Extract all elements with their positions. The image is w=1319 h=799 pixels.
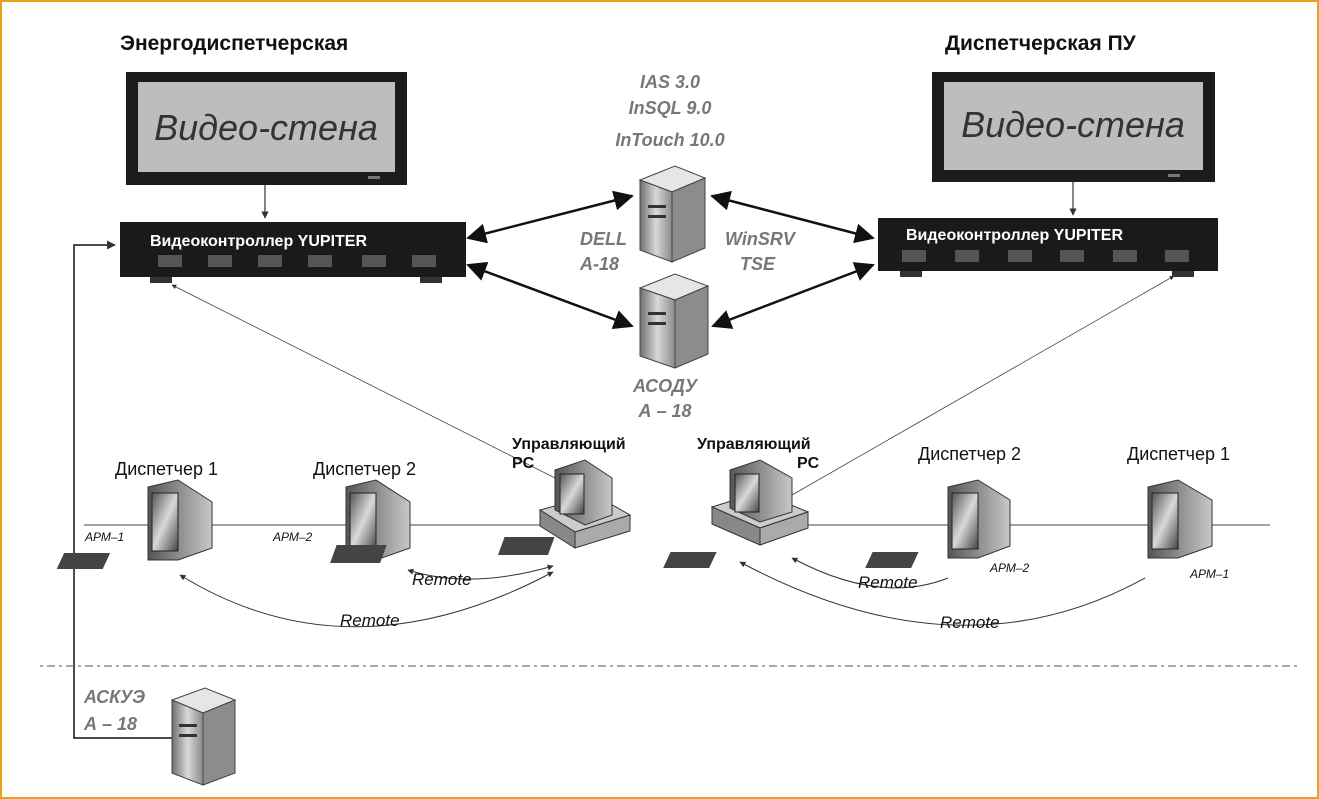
- right-videowall: Видео-стена: [932, 72, 1215, 182]
- left-videowall-label: Видео-стена: [154, 107, 378, 148]
- askue-link: [73, 240, 172, 739]
- link-server1-right: [710, 190, 875, 244]
- right-arm2-label: АРМ–2: [989, 561, 1030, 575]
- right-remote-label-1: Remote: [858, 573, 918, 592]
- server-askue-icon: [170, 687, 237, 786]
- askue-line-2: А – 18: [83, 714, 137, 734]
- software-line-2: InSQL 9.0: [629, 98, 712, 118]
- left-arm1-monitor-icon: [147, 479, 213, 561]
- left-control-pc-icon: [330, 459, 632, 563]
- left-pc-to-controller: [171, 284, 556, 479]
- right-control-pc-icon: [497, 459, 810, 555]
- right-arm1-monitor-icon: [865, 479, 1213, 568]
- software-line-1: IAS 3.0: [640, 72, 700, 92]
- right-control-pc-line-1: Управляющий: [697, 436, 811, 453]
- software-line-3: InTouch 10.0: [615, 130, 724, 150]
- right-remote-label-2: Remote: [940, 613, 1000, 632]
- right-pc-to-controller: [791, 275, 1175, 496]
- left-dispatcher2-label: Диспетчер 2: [313, 459, 416, 479]
- link-server2-right: [711, 262, 875, 329]
- askue-line-1: АСКУЭ: [83, 687, 145, 707]
- link-left-server1: [466, 190, 634, 244]
- left-remote-arc-2: [179, 571, 554, 628]
- left-videowall: Видео-стена: [126, 72, 407, 185]
- server1-left-line-2: A-18: [579, 254, 619, 274]
- right-control-pc-line-2: PC: [797, 455, 820, 472]
- right-room-title: Диспетчерская ПУ: [945, 32, 1137, 55]
- server1-right-line-1: WinSRV: [725, 229, 797, 249]
- left-arm1-label: АРМ–1: [84, 530, 124, 544]
- server2-line-1: АСОДУ: [632, 376, 699, 396]
- server-asodu-icon: [638, 273, 710, 369]
- left-control-pc-line-2: PC: [512, 455, 535, 472]
- right-remote-arc-1: [791, 557, 949, 589]
- right-remote-arc-2: [739, 561, 1146, 626]
- right-videowall-label: Видео-стена: [961, 104, 1185, 145]
- server-dell-icon: [638, 165, 707, 263]
- left-video-controller: Видеоконтроллер YUPITER: [120, 222, 466, 283]
- right-arm1-label: АРМ–1: [1189, 567, 1229, 581]
- right-video-controller: Видеоконтроллер YUPITER: [878, 218, 1218, 277]
- server-links: [466, 190, 875, 330]
- left-room-title: Энергодиспетчерская: [120, 32, 348, 55]
- right-arm2-monitor-icon: [663, 479, 1011, 568]
- left-arm2-monitor-icon: [56, 479, 411, 569]
- left-dispatcher1-label: Диспетчер 1: [115, 459, 218, 479]
- left-controller-label: Видеоконтроллер YUPITER: [150, 233, 367, 250]
- server1-right-line-2: TSE: [740, 254, 776, 274]
- left-remote-label-1: Remote: [412, 570, 472, 589]
- right-controller-label: Видеоконтроллер YUPITER: [906, 227, 1123, 244]
- right-dispatcher2-label: Диспетчер 2: [918, 444, 1021, 464]
- server2-line-2: А – 18: [637, 401, 691, 421]
- right-dispatcher1-label: Диспетчер 1: [1127, 444, 1230, 464]
- server1-left-line-1: DELL: [580, 229, 627, 249]
- left-arm2-label: АРМ–2: [272, 530, 313, 544]
- left-control-pc-line-1: Управляющий: [512, 436, 626, 453]
- left-remote-label-2: Remote: [340, 611, 400, 630]
- link-left-server2: [466, 261, 634, 330]
